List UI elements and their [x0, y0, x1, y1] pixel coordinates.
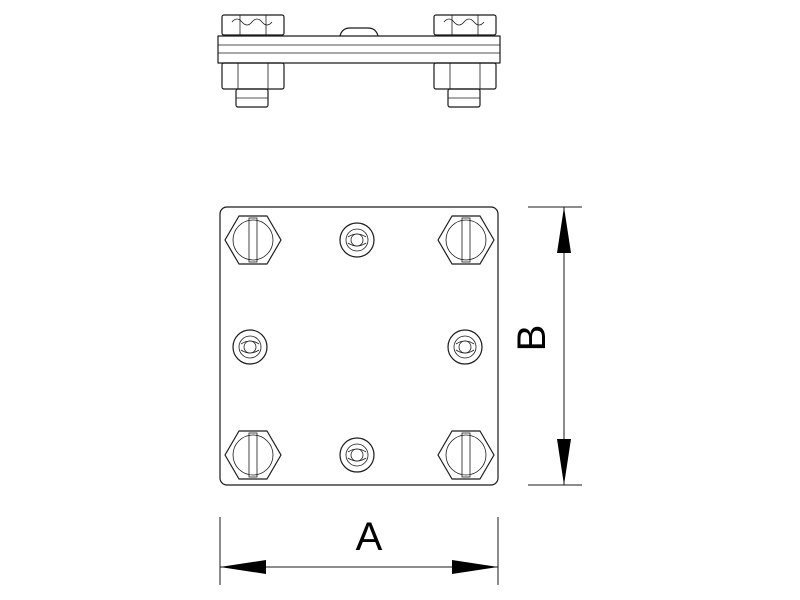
dimension-b-label: B [510, 325, 554, 352]
hex-bolt-bottom-right [437, 430, 495, 480]
dimension-b: B [510, 206, 582, 486]
dimension-b-arrow-top [557, 207, 571, 253]
round-screw-top [339, 222, 375, 258]
round-screw-left [232, 329, 268, 365]
side-view-center-screw [339, 27, 379, 37]
side-view-nut-right [433, 62, 497, 108]
side-view-bolt-head-left [221, 14, 285, 36]
dimension-a-arrow-right [452, 560, 498, 574]
hex-bolt-top-right [437, 215, 495, 265]
round-screw-right [447, 329, 483, 365]
dimension-a: A [219, 515, 499, 585]
plan-view [219, 206, 499, 486]
dimension-a-arrow-left [220, 560, 266, 574]
clamp-plate [219, 206, 499, 486]
side-view [217, 14, 501, 108]
round-screw-bottom [339, 437, 375, 473]
dimension-b-arrow-bottom [557, 439, 571, 485]
side-view-plate [217, 35, 501, 64]
side-view-bolt-head-right [433, 14, 497, 36]
side-view-nut-left [221, 62, 285, 108]
hex-bolt-top-left [224, 215, 282, 265]
hex-bolt-bottom-left [224, 430, 282, 480]
dimension-a-label: A [356, 515, 383, 559]
